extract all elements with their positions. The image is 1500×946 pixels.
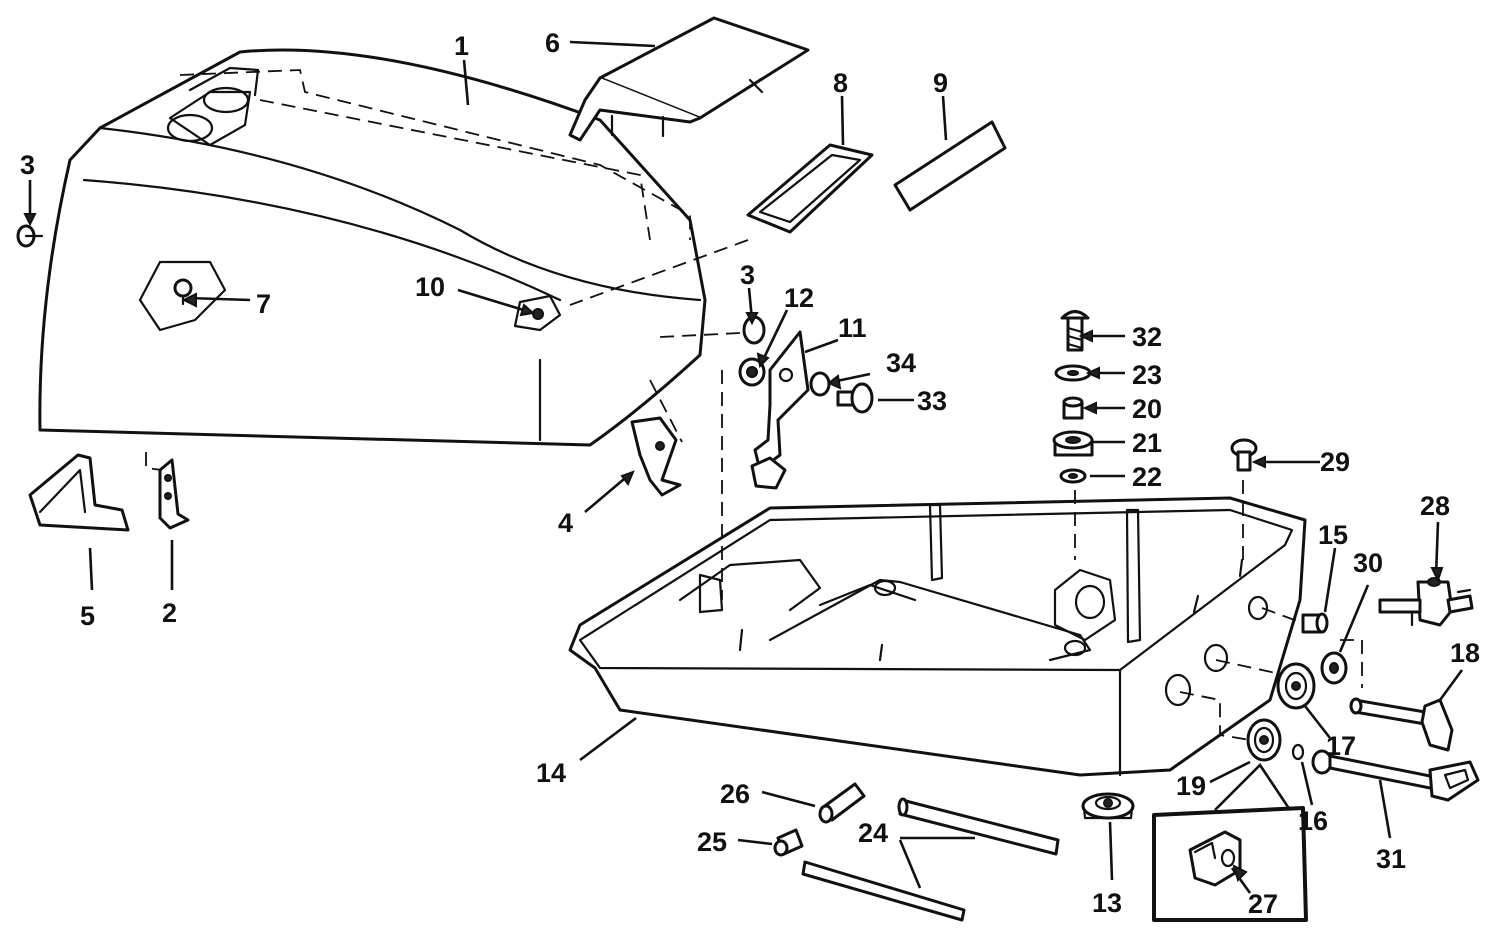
- callout-30: 30: [1353, 548, 1383, 578]
- seal-5: [28, 453, 130, 532]
- callout-28: 28: [1420, 491, 1450, 521]
- callout-9: 9: [933, 68, 948, 98]
- plug-25: [773, 828, 804, 857]
- washer-23: [1054, 364, 1092, 382]
- callout-labels: 1 2 3 3 4 5 6 7 8 9 10 11 12 13 14 15 16…: [20, 28, 1480, 919]
- callout-13: 13: [1092, 888, 1122, 918]
- grommet-19: [1246, 718, 1282, 762]
- leader-lines: [28, 40, 1464, 894]
- callout-18: 18: [1450, 638, 1480, 668]
- clip-16: [1291, 743, 1305, 761]
- latch-bracket-11: [750, 330, 810, 490]
- callout-3-right: 3: [740, 260, 755, 290]
- bracket-4: [630, 379, 683, 497]
- callout-8: 8: [833, 68, 848, 98]
- fuel-connector-28: [1378, 577, 1474, 627]
- callout-14: 14: [536, 758, 566, 788]
- callout-32: 32: [1132, 322, 1162, 352]
- rivet-left: [16, 224, 44, 248]
- grommet-13: [1081, 792, 1135, 820]
- callout-11: 11: [838, 313, 867, 343]
- arrowheads: [23, 213, 1444, 882]
- callout-21: 21: [1132, 428, 1162, 458]
- washer-34: [809, 371, 831, 397]
- callout-12: 12: [784, 283, 814, 313]
- bolt-33: [836, 382, 874, 414]
- callout-24: 24: [858, 818, 888, 848]
- callout-20: 20: [1132, 394, 1162, 424]
- callout-22: 22: [1132, 462, 1162, 492]
- inset-detail-27: [1152, 806, 1308, 922]
- callout-16: 16: [1298, 806, 1328, 836]
- upper-motor-cover: [38, 48, 707, 447]
- callout-17: 17: [1326, 731, 1356, 761]
- screw-29: [1230, 438, 1258, 472]
- callout-27: 27: [1248, 889, 1278, 919]
- grommet-12: [738, 357, 766, 387]
- grommet-17: [1276, 662, 1316, 710]
- gasket-8: [746, 143, 874, 234]
- callout-7: 7: [256, 289, 271, 319]
- callout-4: 4: [558, 508, 573, 538]
- lower-motor-cover: [568, 496, 1307, 777]
- callout-5: 5: [80, 601, 95, 631]
- shaft-31: [1311, 749, 1480, 802]
- callout-1: 1: [454, 31, 469, 61]
- spacer-20: [1062, 396, 1084, 420]
- callout-29: 29: [1320, 447, 1350, 477]
- callout-19: 19: [1176, 771, 1206, 801]
- seal-cover-6: [568, 16, 810, 142]
- callout-25: 25: [697, 827, 727, 857]
- lever-18: [1349, 697, 1454, 752]
- callout-34: 34: [886, 348, 916, 378]
- washer-22: [1059, 468, 1087, 484]
- callout-2: 2: [162, 598, 177, 628]
- callout-6: 6: [545, 28, 560, 58]
- seal-strip-24: [801, 797, 1060, 922]
- callout-31: 31: [1376, 844, 1406, 874]
- bracket-2: [145, 452, 190, 530]
- pin-15: [1301, 612, 1329, 634]
- decal-9: [893, 120, 1007, 212]
- callout-23: 23: [1132, 360, 1162, 390]
- bolt-32: [1060, 310, 1090, 352]
- plug-26: [818, 782, 866, 824]
- callout-33: 33: [917, 386, 947, 416]
- grommet-21: [1052, 430, 1094, 457]
- callout-26: 26: [720, 779, 750, 809]
- washer-30: [1320, 651, 1348, 685]
- callout-15: 15: [1318, 520, 1348, 550]
- callout-3-left: 3: [20, 150, 35, 180]
- callout-10: 10: [415, 272, 445, 302]
